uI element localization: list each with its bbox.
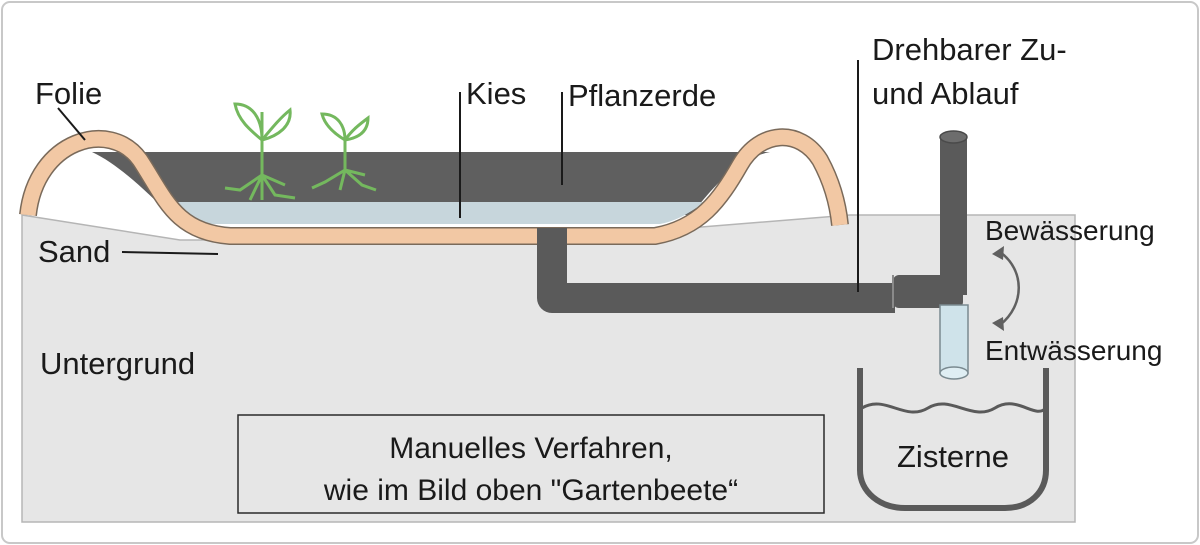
label-untergrund: Untergrund [40, 346, 195, 381]
label-pflanzerde: Pflanzerde [568, 78, 716, 113]
caption-line2: wie im Bild oben "Gartenbeete“ [323, 474, 738, 507]
gravel-layer [170, 202, 705, 224]
drain-pipe [537, 230, 895, 313]
leader-folie [57, 107, 86, 141]
outlet-pipe [939, 304, 969, 374]
label-zisterne: Zisterne [897, 439, 1009, 474]
label-kies: Kies [466, 76, 526, 111]
plant-seedling-left [224, 102, 296, 201]
label-entwaesserung: Entwässerung [985, 335, 1162, 366]
rotate-arrow-head-top [992, 246, 1004, 260]
cistern-tank [857, 368, 1049, 511]
cistern-water [861, 402, 1048, 414]
label-bewaesserung: Bewässerung [985, 215, 1155, 246]
sand-layer [20, 129, 848, 244]
rotate-arrow [999, 250, 1020, 326]
label-folie: Folie [35, 76, 102, 111]
label-drehbar-line2: und Ablauf [872, 76, 1019, 111]
outlet-pipe-end [939, 366, 969, 380]
rotate-arrow-head-bottom [992, 317, 1004, 331]
caption-line1: Manuelles Verfahren, [389, 432, 673, 465]
label-sand: Sand [38, 234, 110, 269]
pipe-inlet [537, 228, 567, 240]
leader-sand [121, 251, 219, 255]
label-drehbar-line1: Drehbarer Zu- [872, 32, 1067, 67]
upright-pipe-top [939, 130, 968, 144]
plant-seedling-right [311, 112, 377, 192]
caption-box [237, 414, 825, 514]
upright-pipe [940, 135, 967, 295]
